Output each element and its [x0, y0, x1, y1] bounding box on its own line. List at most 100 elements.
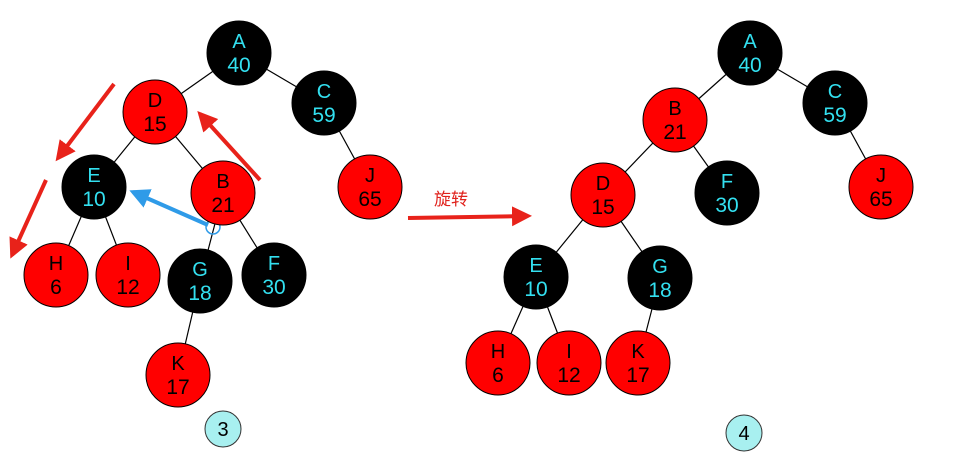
left-node-i-circle	[95, 242, 161, 308]
left-node-a: A40	[206, 20, 272, 86]
red-arrow-right-up	[197, 111, 262, 182]
right-node-g-value: 18	[648, 279, 671, 302]
right-node-k: K17	[605, 330, 671, 396]
left-node-b-circle	[190, 160, 256, 226]
right-node-k-value: 17	[626, 364, 649, 387]
right-node-c-letter: C	[828, 81, 842, 103]
left-node-c-circle	[291, 70, 357, 136]
blue-arrow-g-to-e	[129, 189, 209, 227]
red-arrow-upper-left	[55, 82, 116, 162]
left-node-i: I12	[95, 242, 161, 308]
transition-arrow: 旋转	[407, 190, 532, 227]
left-node-f: F30	[241, 242, 307, 308]
right-node-e: E10	[503, 244, 569, 310]
transition-arrow-line	[407, 206, 532, 227]
left-node-d: D15	[122, 79, 188, 145]
left-node-e-circle	[61, 154, 127, 220]
right-node-a-value: 40	[738, 54, 761, 77]
left-node-g: G18	[167, 248, 233, 314]
right-node-c-value: 59	[823, 104, 846, 127]
left-node-b: B21	[190, 160, 256, 226]
left-node-c-value: 59	[312, 104, 335, 127]
left-node-h-letter: H	[49, 253, 63, 275]
left-node-a-value: 40	[227, 54, 250, 77]
left-node-f-letter: F	[268, 253, 280, 275]
right-node-c: C59	[802, 70, 868, 136]
rotation-arrows	[9, 82, 262, 259]
left-node-g-circle	[167, 248, 233, 314]
step-badge-left-label: 3	[217, 419, 228, 441]
left-node-g-value: 18	[188, 282, 211, 305]
left-node-j-value: 65	[358, 188, 381, 211]
right-node-a: A40	[717, 20, 783, 86]
left-node-b-value: 21	[211, 194, 234, 217]
right-node-k-circle	[605, 330, 671, 396]
left-node-a-circle	[206, 20, 272, 86]
right-node-h-circle	[465, 330, 531, 396]
left-node-h: H6	[23, 242, 89, 308]
left-node-i-value: 12	[116, 276, 139, 299]
right-node-e-circle	[503, 244, 569, 310]
right-node-f-circle	[694, 160, 760, 226]
left-node-k-circle	[145, 342, 211, 408]
right-node-i: I12	[536, 330, 602, 396]
right-node-g-circle	[627, 245, 693, 311]
step-badge-left: 3	[204, 410, 242, 448]
left-node-g-letter: G	[192, 259, 208, 281]
left-node-c: C59	[291, 70, 357, 136]
right-node-b-value: 21	[663, 121, 686, 144]
right-node-d-value: 15	[591, 196, 614, 219]
right-node-f-value: 30	[715, 194, 738, 217]
right-node-d-circle	[570, 162, 636, 228]
right-node-j-circle	[848, 154, 914, 220]
left-node-b-letter: B	[216, 171, 229, 193]
right-node-g-letter: G	[652, 256, 668, 278]
right-node-d-letter: D	[596, 173, 610, 195]
left-node-d-value: 15	[143, 113, 166, 136]
left-node-j-circle	[337, 154, 403, 220]
left-node-f-value: 30	[262, 276, 285, 299]
right-node-h: H6	[465, 330, 531, 396]
right-node-f: F30	[694, 160, 760, 226]
left-node-k: K17	[145, 342, 211, 408]
right-node-g: G18	[627, 245, 693, 311]
right-node-f-letter: F	[721, 171, 733, 193]
left-node-e: E10	[61, 154, 127, 220]
right-node-h-letter: H	[491, 341, 505, 363]
left-node-j: J65	[337, 154, 403, 220]
right-node-b-circle	[642, 87, 708, 153]
right-node-j-value: 65	[869, 188, 892, 211]
right-node-i-letter: I	[566, 341, 572, 363]
right-node-j: J65	[848, 154, 914, 220]
right-node-c-circle	[802, 70, 868, 136]
right-node-a-letter: A	[743, 31, 757, 53]
left-node-i-letter: I	[125, 253, 131, 275]
right-node-i-circle	[536, 330, 602, 396]
rotation-label: 旋转	[434, 190, 468, 210]
right-node-b-letter: B	[668, 98, 681, 120]
step-badge-left-circle	[204, 410, 242, 448]
right-node-a-circle	[717, 20, 783, 86]
left-node-h-value: 6	[50, 276, 62, 299]
right-node-e-letter: E	[529, 255, 542, 277]
right-node-i-value: 12	[557, 364, 580, 387]
right-node-e-value: 10	[524, 278, 547, 301]
left-node-j-letter: J	[365, 165, 375, 187]
left-node-c-letter: C	[317, 81, 331, 103]
left-node-k-letter: K	[171, 353, 185, 375]
right-node-j-letter: J	[876, 165, 886, 187]
right-node-h-value: 6	[492, 364, 504, 387]
left-node-f-circle	[241, 242, 307, 308]
left-node-d-circle	[122, 79, 188, 145]
step-badge-right-circle	[725, 414, 763, 452]
step-badge-right: 4	[725, 414, 763, 452]
left-node-d-letter: D	[148, 90, 162, 112]
left-node-e-value: 10	[82, 188, 105, 211]
right-node-d: D15	[570, 162, 636, 228]
left-node-a-letter: A	[232, 31, 246, 53]
left-node-k-value: 17	[166, 376, 189, 399]
right-node-b: B21	[642, 87, 708, 153]
